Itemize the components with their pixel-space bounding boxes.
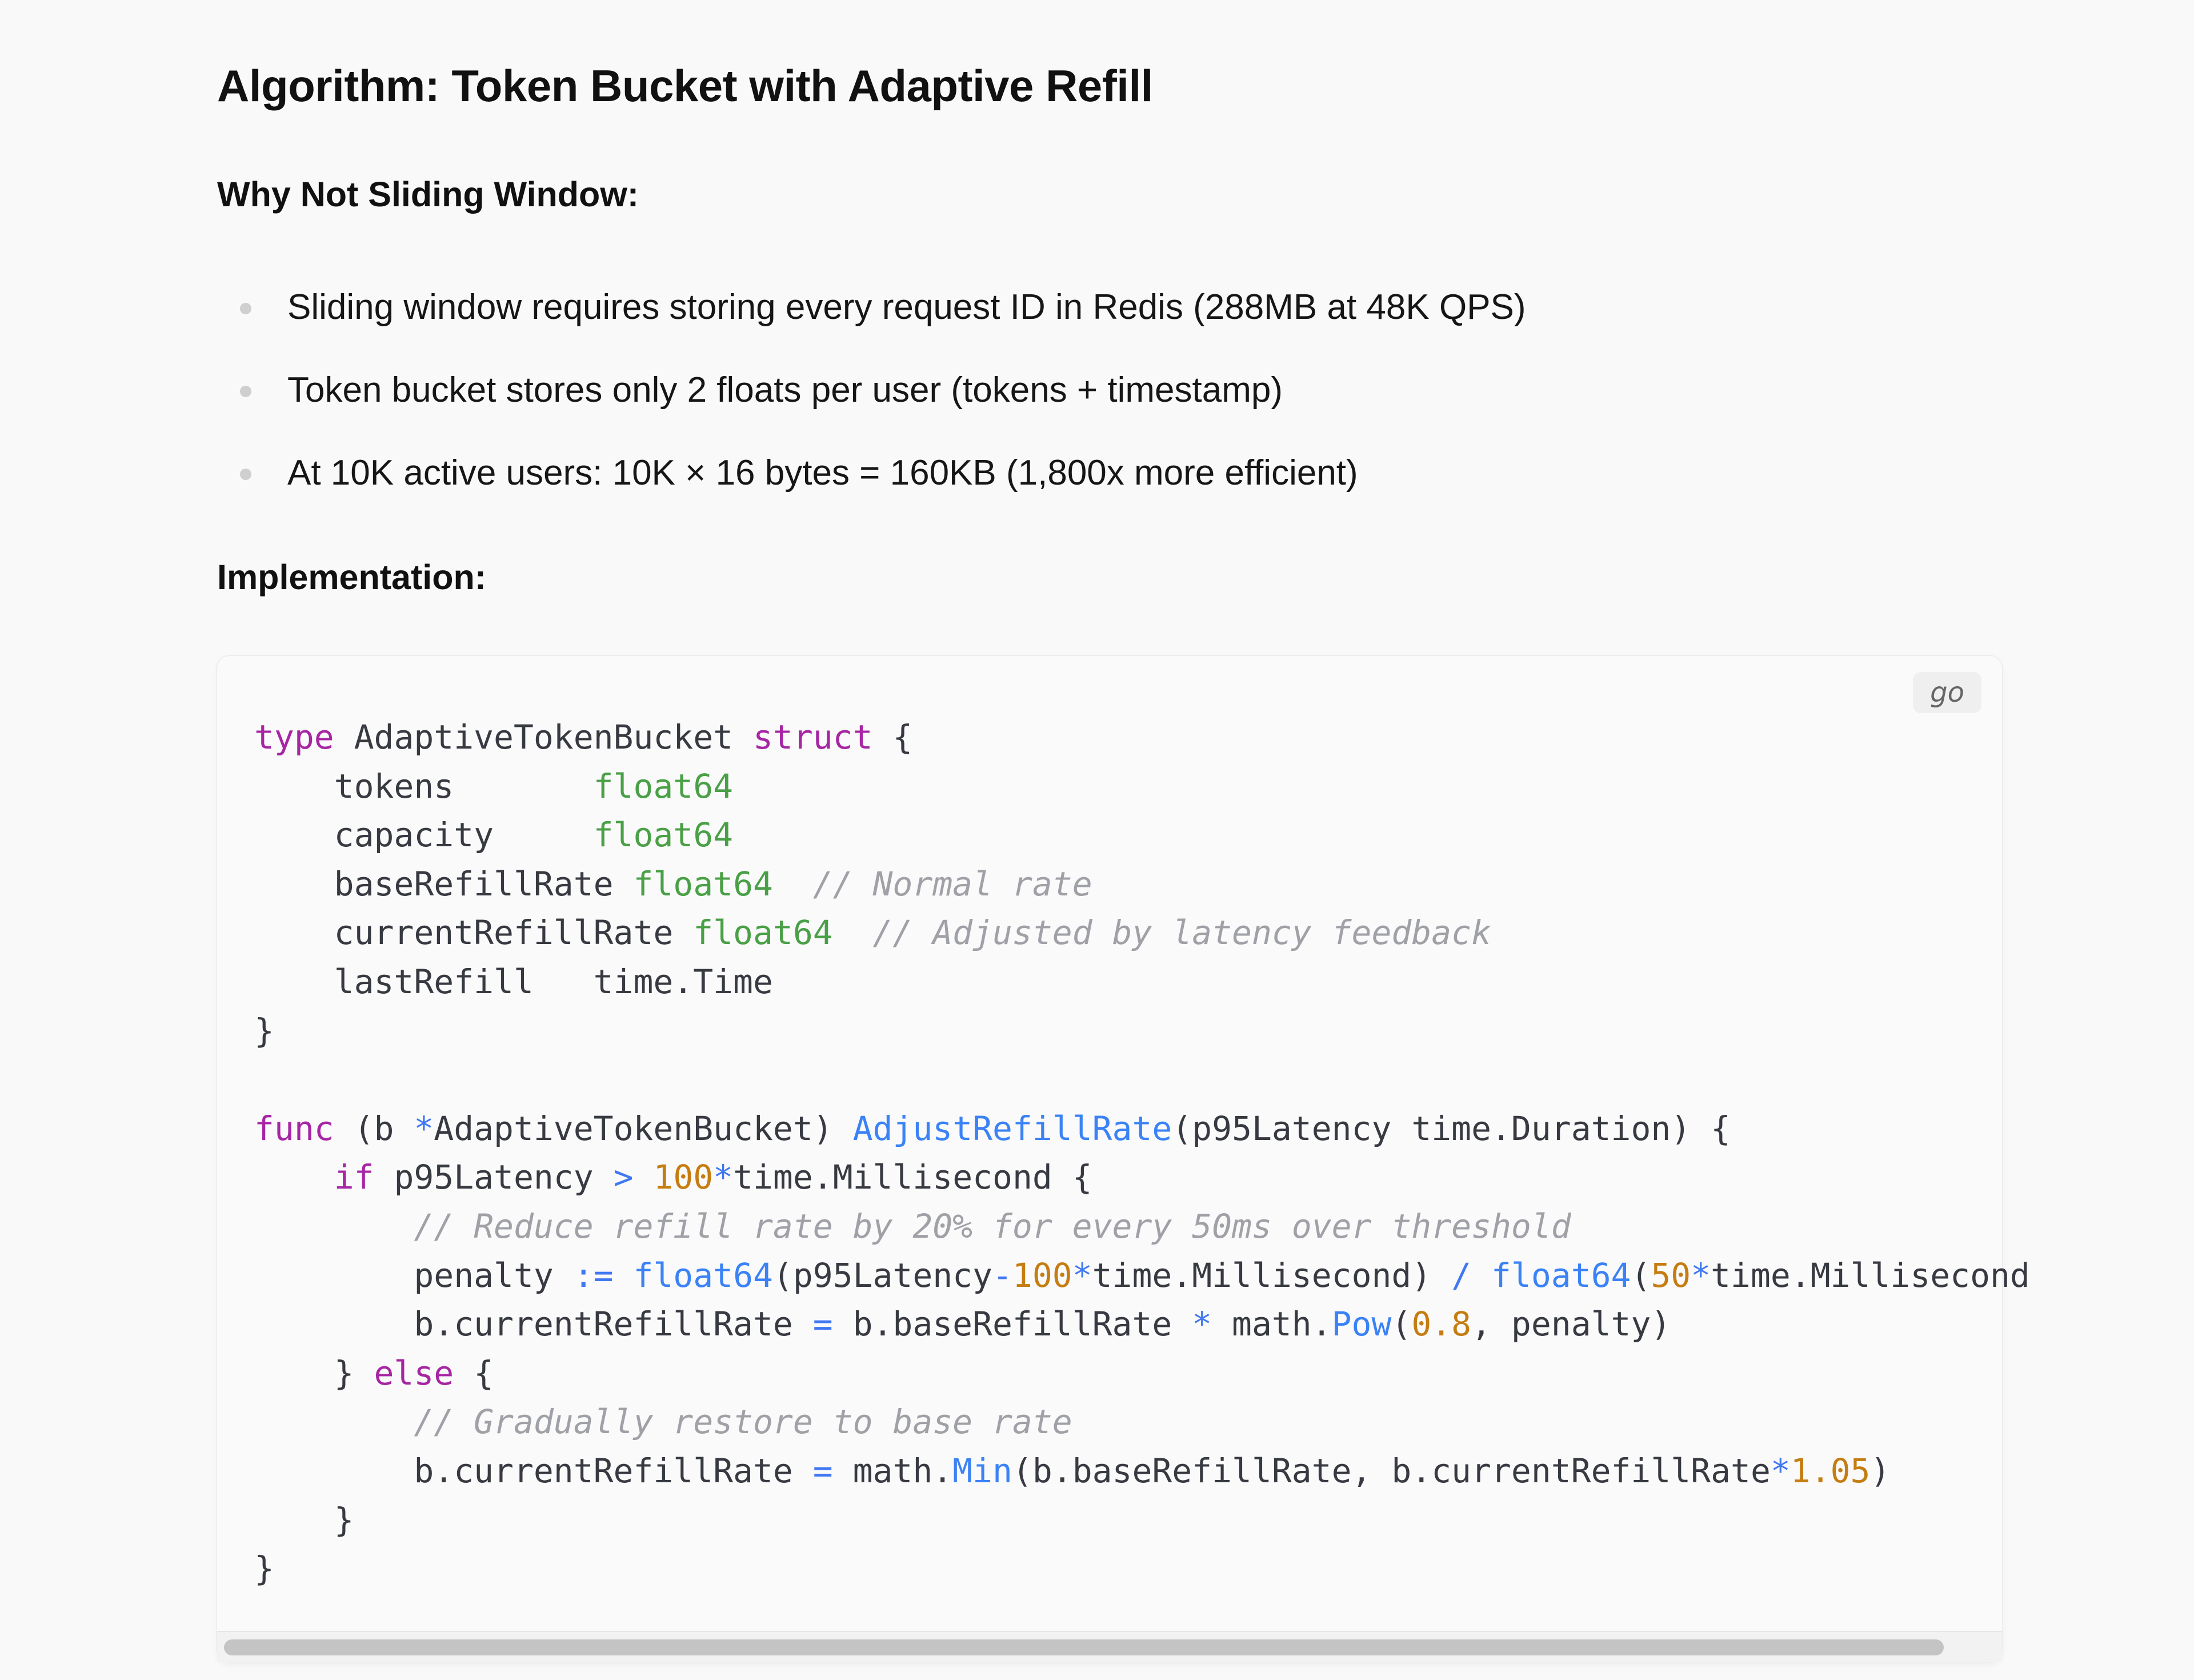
bullet-text: Sliding window requires storing every re… — [287, 287, 1526, 327]
bullet-dot-icon — [240, 303, 251, 314]
subheading-implementation: Implementation: — [217, 558, 487, 597]
code-line: func (b *AdaptiveTokenBucket) AdjustRefi… — [254, 1109, 1731, 1148]
section-heading: Algorithm: Token Bucket with Adaptive Re… — [217, 61, 1153, 111]
code-line — [254, 1055, 2030, 1105]
bullet-item: At 10K active users: 10K × 16 bytes = 16… — [217, 451, 1526, 534]
bullet-text: At 10K active users: 10K × 16 bytes = 16… — [287, 453, 1358, 493]
code-line: currentRefillRate float64 // Adjusted by… — [254, 913, 1491, 953]
bullet-dot-icon — [240, 469, 251, 480]
code-line: // Gradually restore to base rate — [414, 1402, 1072, 1442]
code-line: b.currentRefillRate = b.baseRefillRate *… — [254, 1305, 1671, 1344]
code-line: type AdaptiveTokenBucket struct { — [254, 718, 913, 757]
code-line: tokens float64 — [254, 766, 734, 806]
scrollbar-thumb[interactable] — [224, 1639, 1944, 1655]
code-line: } — [254, 1549, 274, 1589]
horizontal-scrollbar[interactable] — [217, 1631, 2002, 1662]
code-language-badge: go — [1913, 672, 1981, 713]
code-line: } else { — [254, 1353, 494, 1393]
code-block: go type AdaptiveTokenBucket struct { tok… — [217, 656, 2030, 1662]
subheading-why-not-sliding-window: Why Not Sliding Window: — [217, 175, 639, 214]
code-line: penalty := float64(p95Latency-100*time.M… — [254, 1255, 2030, 1295]
code-line: lastRefill time.Time — [254, 962, 773, 1001]
code-line: } — [254, 1500, 354, 1539]
code-line: baseRefillRate float64 // Normal rate — [254, 864, 1092, 903]
bullet-item: Token bucket stores only 2 floats per us… — [217, 369, 1526, 451]
code-content[interactable]: type AdaptiveTokenBucket struct { tokens… — [254, 713, 2030, 1594]
bullet-item: Sliding window requires storing every re… — [217, 286, 1526, 369]
bullet-list: Sliding window requires storing every re… — [217, 286, 1526, 534]
bullet-dot-icon — [240, 386, 251, 397]
code-line: // Reduce refill rate by 20% for every 5… — [414, 1206, 1571, 1246]
code-line: b.currentRefillRate = math.Min(b.baseRef… — [254, 1451, 1891, 1490]
code-line: if p95Latency > 100*time.Millisecond { — [334, 1158, 1092, 1197]
code-line: } — [254, 1011, 274, 1050]
code-line: capacity float64 — [254, 815, 734, 855]
bullet-text: Token bucket stores only 2 floats per us… — [287, 370, 1283, 410]
